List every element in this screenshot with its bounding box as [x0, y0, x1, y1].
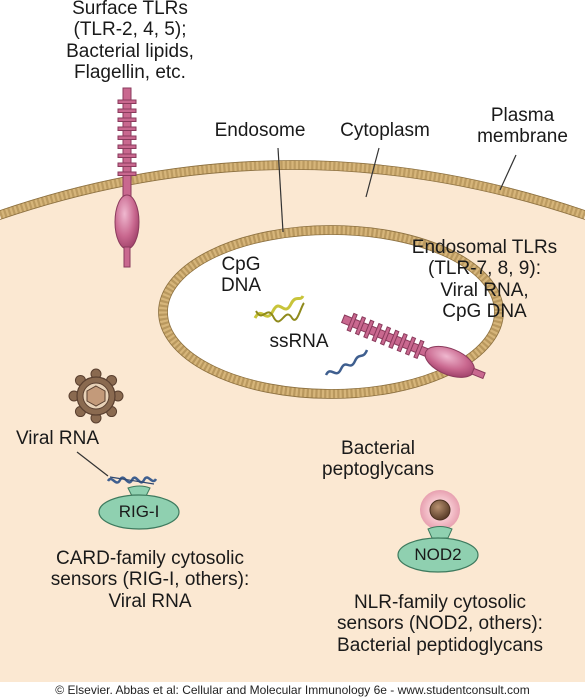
bacterial-peptoglycans-line-2: peptoglycans	[322, 459, 434, 481]
surface-tlrs-line-2: (TLR-2, 4, 5);	[73, 19, 187, 41]
endosomal-tlrs-line-2: (TLR-7, 8, 9):	[428, 258, 541, 280]
endosomal-tlrs-line-4: CpG DNA	[442, 300, 527, 322]
cpg-dna-line-2: DNA	[220, 275, 262, 297]
ssrna-label: ssRNA	[269, 331, 329, 352]
cytoplasm-label: Cytoplasm	[340, 120, 430, 141]
nlr-family-line-1: NLR-family cytosolic	[353, 592, 527, 613]
surface-tlr	[114, 87, 140, 268]
card-family-line-2: sensors (RIG-I, others):	[50, 569, 250, 591]
surface-tlrs-line-4: Flagellin, etc.	[74, 61, 186, 83]
endosomal-tlrs-line-1: Endosomal TLRs	[411, 237, 558, 258]
rig-i-label: RIG-I	[118, 502, 160, 521]
card-family-line-1: CARD-family cytosolic	[56, 548, 244, 569]
viral-rna-leader-line	[76, 451, 109, 477]
rig-i-sensor	[98, 485, 180, 530]
endosome-label: Endosome	[214, 120, 306, 141]
plasma-membrane-line-1: Plasma	[490, 105, 555, 126]
viral-rna-label: Viral RNA	[15, 428, 100, 449]
virus-icon	[68, 368, 124, 424]
nlr-family-line-2: sensors (NOD2, others):	[337, 613, 543, 635]
surface-tlrs-line-3: Bacterial lipids,	[66, 40, 194, 62]
nlr-family-label: NLR-family cytosolic sensors (NOD2, othe…	[300, 592, 580, 656]
nod2-sensor	[397, 526, 479, 573]
nlr-family-line-3: Bacterial peptidoglycans	[337, 634, 543, 656]
plasma-membrane-label: Plasma membrane	[460, 105, 585, 148]
card-family-line-3: Viral RNA	[108, 590, 192, 612]
surface-tlrs-label: Surface TLRs (TLR-2, 4, 5); Bacterial li…	[35, 0, 225, 83]
cpg-dna-label: CpG DNA	[212, 254, 270, 297]
endosomal-tlr	[340, 312, 486, 380]
surface-tlrs-line-1: Surface TLRs	[72, 0, 188, 19]
bacterial-peptoglycans-line-1: Bacterial	[341, 438, 415, 459]
endosomal-tlrs-label: Endosomal TLRs (TLR-7, 8, 9): Viral RNA,…	[392, 237, 577, 322]
ssrna-icon	[324, 349, 369, 376]
nod2-label: NOD2	[414, 545, 462, 564]
viral-rna-icon	[106, 476, 158, 485]
card-family-label: CARD-family cytosolic sensors (RIG-I, ot…	[0, 548, 300, 612]
bacterial-particle-icon	[420, 490, 460, 530]
bacterial-peptoglycans-label: Bacterial peptoglycans	[298, 438, 458, 481]
endosome-leader-line	[277, 147, 284, 233]
cytoplasm-leader-line	[365, 147, 380, 198]
cpg-dna-icon	[253, 295, 305, 323]
endosomal-tlrs-line-3: Viral RNA,	[440, 279, 529, 301]
plasma-membrane-line-2: membrane	[477, 126, 568, 148]
copyright-caption: © Elsevier. Abbas et al: Cellular and Mo…	[55, 683, 530, 697]
plasma-membrane-leader-line	[499, 154, 517, 191]
cpg-dna-line-1: CpG	[221, 254, 261, 275]
